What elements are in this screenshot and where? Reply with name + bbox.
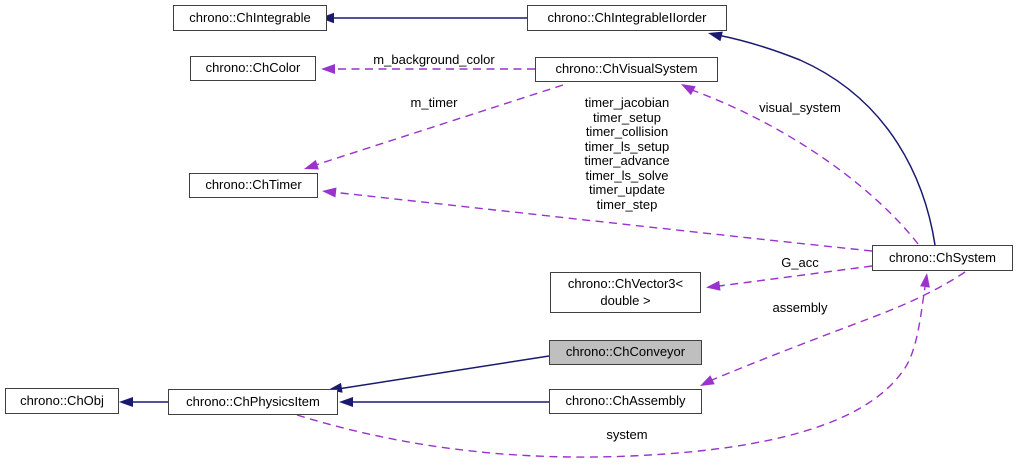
edge-label-timer-setup: timer_setup <box>593 109 661 125</box>
edge-label-m-timer: m_timer <box>410 95 458 110</box>
node-chrono-chconveyor-current: chrono::ChConveyor <box>549 340 702 365</box>
node-label: chrono::ChObj <box>20 392 104 408</box>
node-label: chrono::ChSystem <box>889 249 996 265</box>
edge-label-timer-ls-setup: timer_ls_setup <box>584 138 670 154</box>
node-label: chrono::ChConveyor <box>565 344 686 360</box>
arrowhead-usage-chsystem <box>920 273 930 288</box>
node-label-line1: chrono::ChVector3< <box>567 276 684 292</box>
edge-label-timer-ls-solve: timer_ls_solve <box>585 167 669 183</box>
edge-label-assembly: assembly <box>772 300 828 315</box>
node-chrono-chvisualsystem[interactable]: chrono::ChVisualSystem <box>535 57 718 82</box>
edge-inherit-conveyor-physicsitem <box>340 355 550 390</box>
node-label: chrono::ChIntegrableIIorder <box>547 9 707 25</box>
node-label: chrono::ChPhysicsItem <box>186 393 320 409</box>
arrowhead-usage-chtimer-1 <box>304 159 319 170</box>
node-label: chrono::ChVisualSystem <box>555 61 698 77</box>
arrowhead-usage-chvector3 <box>706 280 721 291</box>
node-chrono-chsystem[interactable]: chrono::ChSystem <box>872 245 1013 271</box>
node-chrono-chassembly[interactable]: chrono::ChAssembly <box>549 389 702 414</box>
edge-usage-g-acc <box>718 265 873 287</box>
edge-usage-visual-system <box>691 89 919 245</box>
arrowhead-inherit-iiorder <box>708 31 723 42</box>
edge-label-timer-advance: timer_advance <box>584 153 670 168</box>
node-chrono-chcolor[interactable]: chrono::ChColor <box>190 56 316 81</box>
node-label: chrono::ChAssembly <box>565 393 686 409</box>
node-chrono-chtimer[interactable]: chrono::ChTimer <box>189 173 318 198</box>
edge-usage-system <box>296 286 926 458</box>
edge-inherit-system-iiorder <box>719 34 936 246</box>
edge-label-timer-collision: timer_collision <box>585 124 669 139</box>
edge-label-timer-update: timer_update <box>589 182 665 197</box>
node-label: chrono::ChIntegrable <box>189 9 311 25</box>
arrowhead-inherit-obj <box>119 397 133 407</box>
edge-usage-assembly <box>711 271 966 381</box>
arrowhead-usage-chcolor <box>321 64 335 74</box>
edge-usage-timers <box>335 191 873 252</box>
arrowhead-usage-visualsystem <box>681 84 696 96</box>
edge-label-system: system <box>606 427 648 442</box>
node-label: chrono::ChTimer <box>205 177 302 193</box>
arrowhead-usage-chtimer-2 <box>322 187 337 198</box>
edge-label-timers: timer_jacobian timer_setup timer_collisi… <box>547 95 707 212</box>
node-label-line2: double > <box>600 292 651 308</box>
node-label: chrono::ChColor <box>205 60 301 76</box>
arrowhead-inherit-physicsitem-2 <box>339 397 353 407</box>
edge-label-visual-system: visual_system <box>759 100 841 115</box>
edge-label-timer-step: timer_step <box>596 196 658 212</box>
node-chrono-chintegrable[interactable]: chrono::ChIntegrable <box>173 5 327 31</box>
edge-label-m-background-color: m_background_color <box>373 52 495 67</box>
arrowhead-inherit-integrable <box>320 12 334 24</box>
arrowhead-usage-chassembly <box>700 375 715 386</box>
node-chrono-chobj[interactable]: chrono::ChObj <box>5 388 119 414</box>
edge-label-g-acc: G_acc <box>781 255 819 270</box>
node-chrono-chintegrableiiorder[interactable]: chrono::ChIntegrableIIorder <box>527 5 727 31</box>
edge-usage-m-timer <box>313 84 564 167</box>
node-chrono-chvector3[interactable]: chrono::ChVector3< double > <box>550 272 701 313</box>
node-chrono-chphysicsitem[interactable]: chrono::ChPhysicsItem <box>168 389 338 415</box>
edge-label-timer-jacobian: timer_jacobian <box>584 95 670 110</box>
